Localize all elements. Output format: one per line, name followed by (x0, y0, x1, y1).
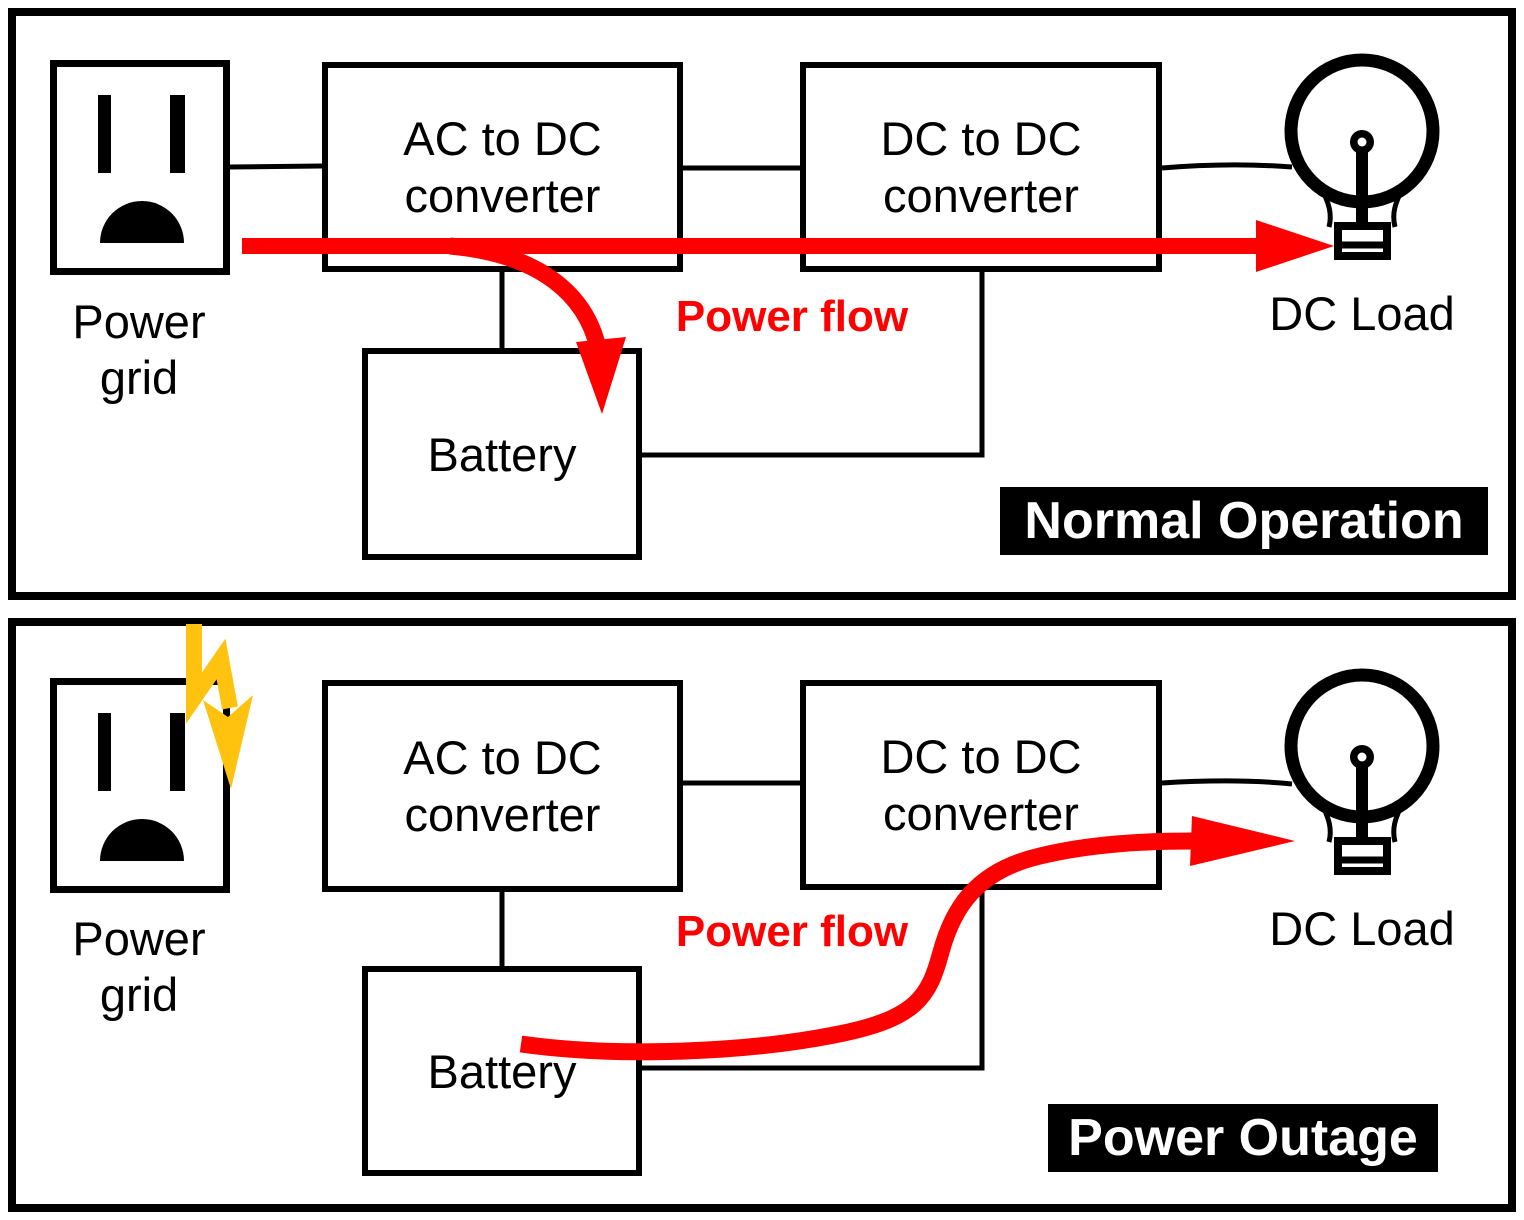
power-flow-label: Power flow (675, 292, 909, 341)
power-grid-label-line2: grid (99, 351, 179, 404)
dc-dc-converter-label-line2: converter (883, 787, 1079, 840)
dc-dc-converter-label-line1: DC to DC (880, 730, 1082, 783)
dc-dc-converter-label-line2: converter (883, 169, 1079, 222)
ac-dc-converter-label-line1: AC to DC (403, 731, 602, 784)
dc-load-label: DC Load (1269, 902, 1455, 955)
ac-dc-converter-label-line1: AC to DC (403, 112, 602, 165)
power-outage-badge: Power Outage (1048, 1104, 1438, 1172)
ac-dc-converter-box: AC to DC converter (322, 62, 683, 272)
ac-dc-converter-label-line2: converter (404, 788, 601, 841)
dc-dc-converter-box: DC to DC converter (800, 62, 1162, 272)
power-grid-label-line1: Power (72, 912, 206, 965)
normal-operation-badge: Normal Operation (1000, 487, 1488, 555)
battery-box: Battery (362, 966, 642, 1176)
power-grid-label: Power grid (27, 911, 251, 1023)
battery-box: Battery (362, 348, 642, 560)
dc-dc-converter-label-line1: DC to DC (880, 112, 1082, 165)
ac-dc-converter-label-line2: converter (404, 169, 601, 222)
power-grid-label: Power grid (27, 294, 251, 406)
power-flow-label: Power flow (675, 907, 909, 956)
dc-load-label: DC Load (1269, 287, 1455, 340)
power-grid-label-line2: grid (99, 968, 179, 1021)
ac-dc-converter-box: AC to DC converter (322, 680, 683, 892)
dc-dc-converter-box: DC to DC converter (800, 680, 1162, 890)
battery-label: Battery (427, 427, 577, 481)
battery-label: Battery (427, 1044, 577, 1098)
power-grid-label-line1: Power (72, 295, 206, 348)
